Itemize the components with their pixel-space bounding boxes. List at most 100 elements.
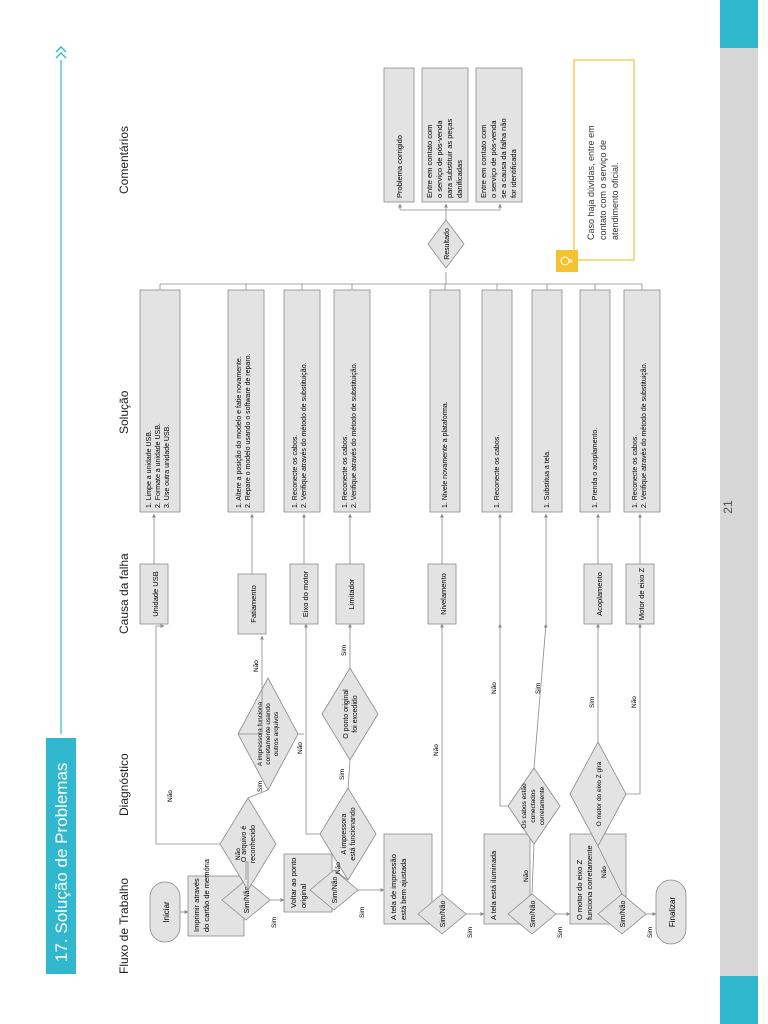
column-heading-cause: Causa da falha <box>117 553 131 634</box>
diagnosis-other-files-line3: outros arquivos <box>273 711 280 756</box>
decision-4-label: Sim/Não <box>530 900 537 927</box>
decision-1-label: Sim/Não <box>244 886 251 913</box>
solution-motor-axis-line2: 2. Verifique através do método de substi… <box>301 362 308 508</box>
outcome-connectors <box>398 203 502 220</box>
decision-3-no: Não <box>433 744 440 756</box>
decision-5-label: Sim/Não <box>620 900 627 927</box>
workflow-connectors <box>180 888 657 916</box>
cause-coupling-label: Acoplamento <box>595 572 604 616</box>
decision-3-label: Sim/Não <box>440 900 447 927</box>
diagnosis-printer-working-line1: A impressora <box>341 813 348 854</box>
solution-cables-line1: 1. Reconecte os cabos. <box>494 435 501 508</box>
diagnosis-cables-no: Não <box>491 682 498 694</box>
diagnosis-home-exceeded-line2: foi excedido <box>352 695 359 732</box>
cause-connectors <box>152 513 642 624</box>
result-bus <box>159 272 643 290</box>
outcome-unknown-cause-line4: for identificada <box>509 148 518 198</box>
workflow-step-z-motor-line1: O motor do eixo Z <box>575 860 584 920</box>
column-heading-diagnosis: Diagnóstico <box>117 753 131 816</box>
solution-usb-line2: 2. Formate a unidade USB. <box>155 423 162 508</box>
solution-z-motor-line2: 2. Verifique através do método de substi… <box>641 362 648 508</box>
decision-2-yes: Sim <box>359 907 366 918</box>
diagnosis-home-exceeded-line1: O ponto original <box>343 689 350 739</box>
diagnosis-printer-working <box>319 787 377 881</box>
decision-5-no: Não <box>601 866 608 878</box>
solution-limiter-line2: 2. Verifique através do método de substi… <box>351 362 358 508</box>
decision-2-label: Sim/Não <box>332 876 339 903</box>
decision-4-yes: Sim <box>557 927 564 938</box>
solution-usb-line3: 3. Use outra unidade USB. <box>164 425 171 508</box>
lightbulb-icon-glyph <box>560 256 573 266</box>
workflow-step-screen-fit <box>383 833 433 925</box>
page-edge-bar <box>720 48 758 976</box>
section-title-banner <box>46 738 76 974</box>
service-note <box>573 59 635 261</box>
outcome-replace-parts-line2: o serviço de pós-venda <box>435 120 444 198</box>
workflow-step-screen-lit-label: A tela está iluminada <box>489 850 498 920</box>
solution-screen-line1: 1. Substitua a tela. <box>544 450 551 508</box>
diagnosis-home-exceeded-yes: Sim <box>341 645 348 656</box>
solution-leveling-line1: 1. Nivele novamente a plataforma. <box>442 401 449 508</box>
diagnosis-printer-working-no: Não <box>297 742 304 754</box>
diagnosis-file-yes: Sim <box>257 781 264 792</box>
service-note-line1: Caso haja dúvidas, entre em <box>586 125 596 240</box>
diagnosis-file-recognized <box>219 797 277 891</box>
solution-limiter-line1: 1. Reconecte os cabos. <box>342 435 349 508</box>
outcome-replace-parts-line4: danificadas <box>455 160 464 198</box>
diagnosis-other-files-no: Não <box>253 660 260 672</box>
decision-1-yes: Sim <box>271 917 278 928</box>
workflow-step-home-line2: original <box>299 883 308 908</box>
decision-1-no: Não <box>235 848 242 860</box>
outcome-unknown-cause <box>475 67 523 203</box>
workflow-step-screen-fit-line1: A tela de impressão <box>389 854 398 920</box>
diagnosis-z-motor-turns-label: O motor do eixo Z gira <box>596 761 603 826</box>
double-chevron-icon[interactable] <box>55 46 67 59</box>
bottom-accent-bar <box>720 976 758 1024</box>
section-title: 17. Solução de Problemas <box>52 763 71 962</box>
start-label: Iniciar <box>162 901 171 923</box>
decision-2-no: Não <box>335 862 342 874</box>
cause-slicing-label: Fatiamento <box>249 585 258 623</box>
cause-limiter-label: Limitador <box>347 578 356 609</box>
cause-motor-axis-label: Eixo do motor <box>301 570 310 617</box>
diagnosis-cables-connected <box>507 767 561 845</box>
diagnosis-file-no: Não <box>167 790 174 802</box>
diagnosis-other-files-line2: corretamente usando <box>265 703 272 765</box>
column-heading-solution: Solução <box>117 390 131 434</box>
workflow-step-z-motor-line2: funciona corretamente <box>585 845 594 920</box>
cause-boxes: Unidade USB Fatiamento Eixo do motor Lim… <box>139 563 655 635</box>
outcome-unknown-cause-line1: Entre em contato com <box>479 125 488 198</box>
cause-z-axis-motor-label: Motor de eixo Z <box>637 568 646 621</box>
diagnosis-cables-connected-line2: conectados <box>530 789 537 823</box>
outcome-unknown-cause-line2: o serviço de pós-venda <box>489 120 498 198</box>
column-heading-comments: Comentários <box>117 126 131 194</box>
workflow-step-home-line1: Voltar ao ponto <box>289 858 298 908</box>
diagnosis-cables-connected-line3: corretamente <box>539 786 546 825</box>
decision-4-no: Não <box>523 870 530 882</box>
diagnosis-printer-working-yes: Sim <box>339 769 346 780</box>
result-diamond <box>427 219 465 269</box>
cause-usb-drive-label: Unidade USB <box>151 571 160 616</box>
service-note-line3: atendimento oficial. <box>610 162 620 240</box>
service-note-line2: contato com o serviço de <box>598 140 608 240</box>
decision-5-yes: Sim <box>647 927 654 938</box>
diagnosis-file-recognized-line1: O arquivo é <box>241 826 248 862</box>
outcome-replace-parts-line3: para substituir as peças <box>445 119 454 198</box>
result-label: Resultado <box>444 228 451 260</box>
outcome-replace-parts-line1: Entre em contato com <box>425 125 434 198</box>
diagnosis-cables-connected-line1: Os cabos estão <box>521 783 528 829</box>
workflow-step-print-line1: Imprimir através <box>192 878 201 932</box>
solution-slicing-line2: 2. Repare o modelo usando o software de … <box>245 353 252 508</box>
decision-3-yes: Sim <box>467 927 474 938</box>
diagnosis-z-motor-no: Não <box>631 696 638 708</box>
solution-coupling-line1: 1. Prenda o acoplamento. <box>592 428 599 508</box>
diagnosis-printer-working-line2: está funcionando <box>350 807 357 860</box>
solution-z-motor-line1: 1. Reconecte os cabos. <box>632 435 639 508</box>
workflow-step-screen-lit <box>483 833 531 925</box>
cause-leveling-label: Nivelamento <box>439 573 448 615</box>
diagnosis-cables-yes: Sim <box>535 683 542 694</box>
outcome-unknown-cause-line3: se a causa da falha não <box>499 118 508 198</box>
top-accent-bar <box>720 0 758 48</box>
outcome-fixed <box>383 67 415 203</box>
